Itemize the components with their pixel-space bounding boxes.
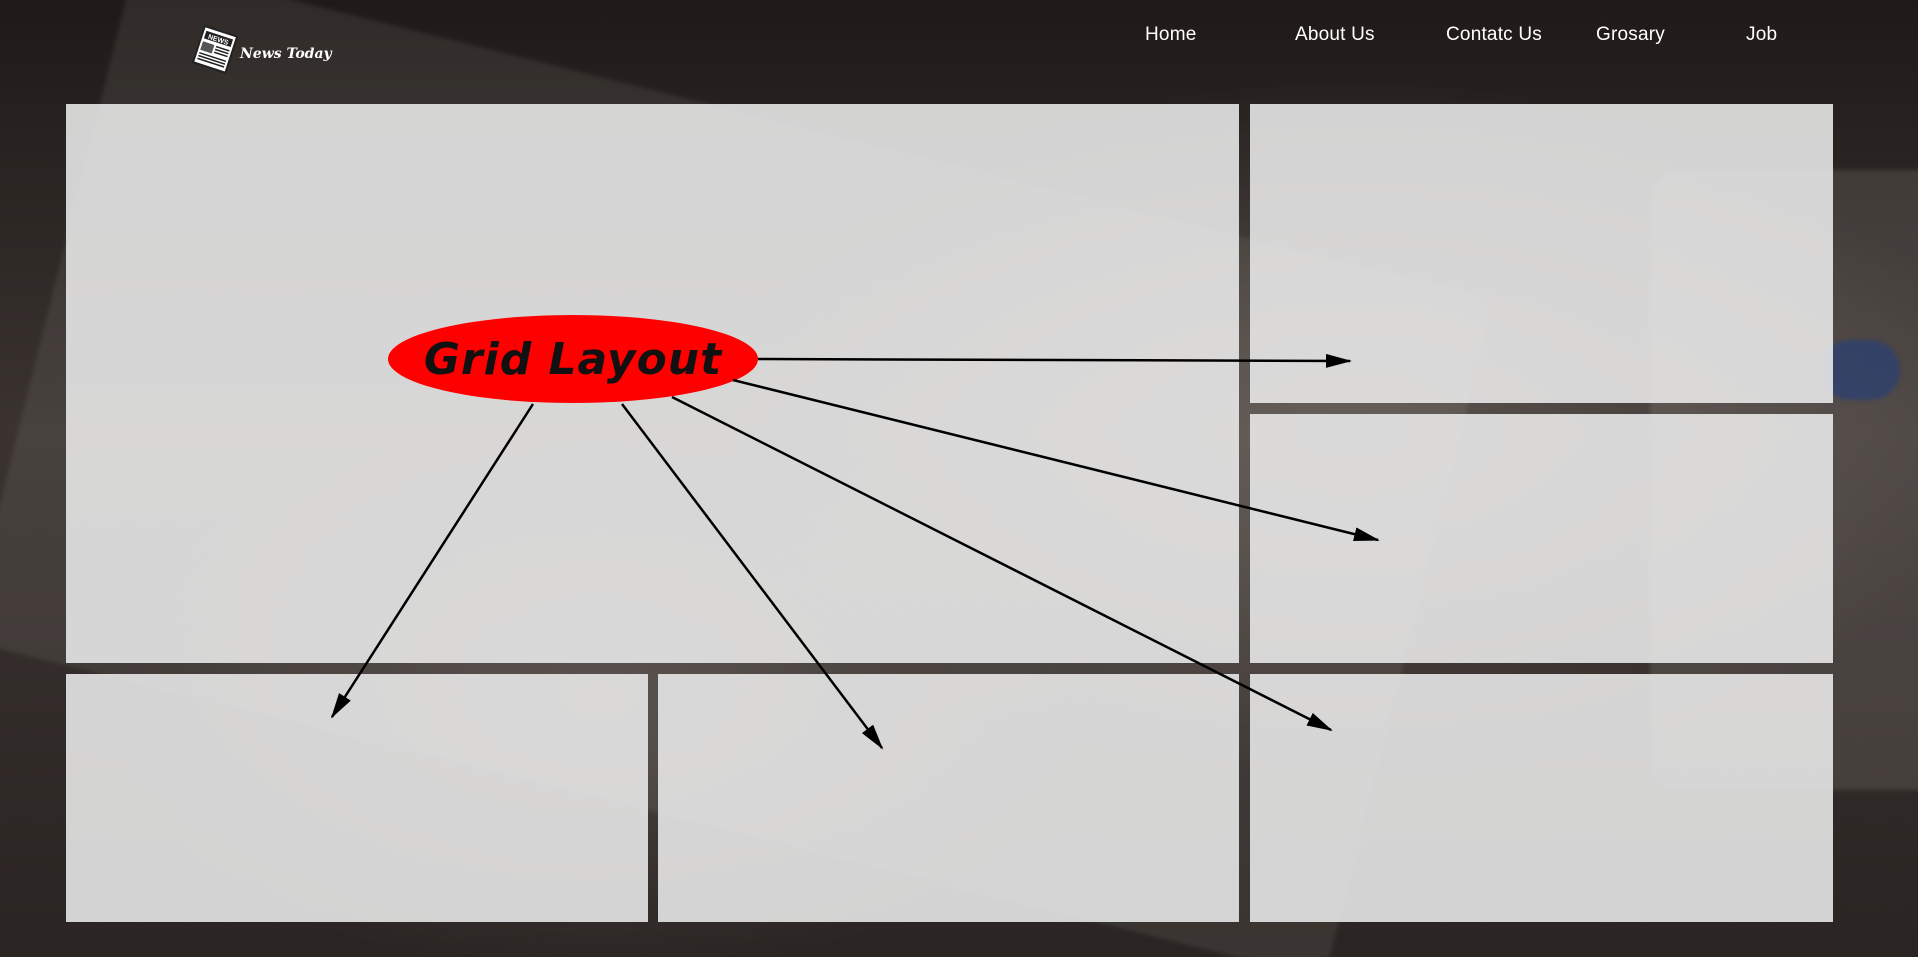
nav-home-link[interactable]: Home (1145, 24, 1197, 45)
background-photo-shape (1820, 340, 1900, 400)
grid-panel-bottom-center (658, 674, 1239, 922)
logo-text: News Today (240, 46, 332, 62)
nav-about-link[interactable]: About Us (1295, 24, 1375, 45)
nav-job-link[interactable]: Job (1746, 24, 1778, 45)
site-header: NEWS News Today Home About Us Contatc Us… (0, 0, 1918, 75)
newspaper-icon: NEWS (191, 24, 239, 74)
grid-panel-bottom-left (66, 674, 648, 922)
main-nav: Home About Us Contatc Us Grosary Job (0, 24, 1918, 48)
nav-contact-link[interactable]: Contatc Us (1446, 24, 1542, 45)
grid-panel-right-top (1250, 104, 1833, 403)
nav-grosary-link[interactable]: Grosary (1596, 24, 1665, 45)
grid-panel-bottom-right (1250, 674, 1833, 922)
site-logo[interactable]: NEWS News Today (188, 20, 348, 80)
annotation-label: Grid Layout (423, 333, 723, 385)
grid-panel-right-middle (1250, 414, 1833, 663)
